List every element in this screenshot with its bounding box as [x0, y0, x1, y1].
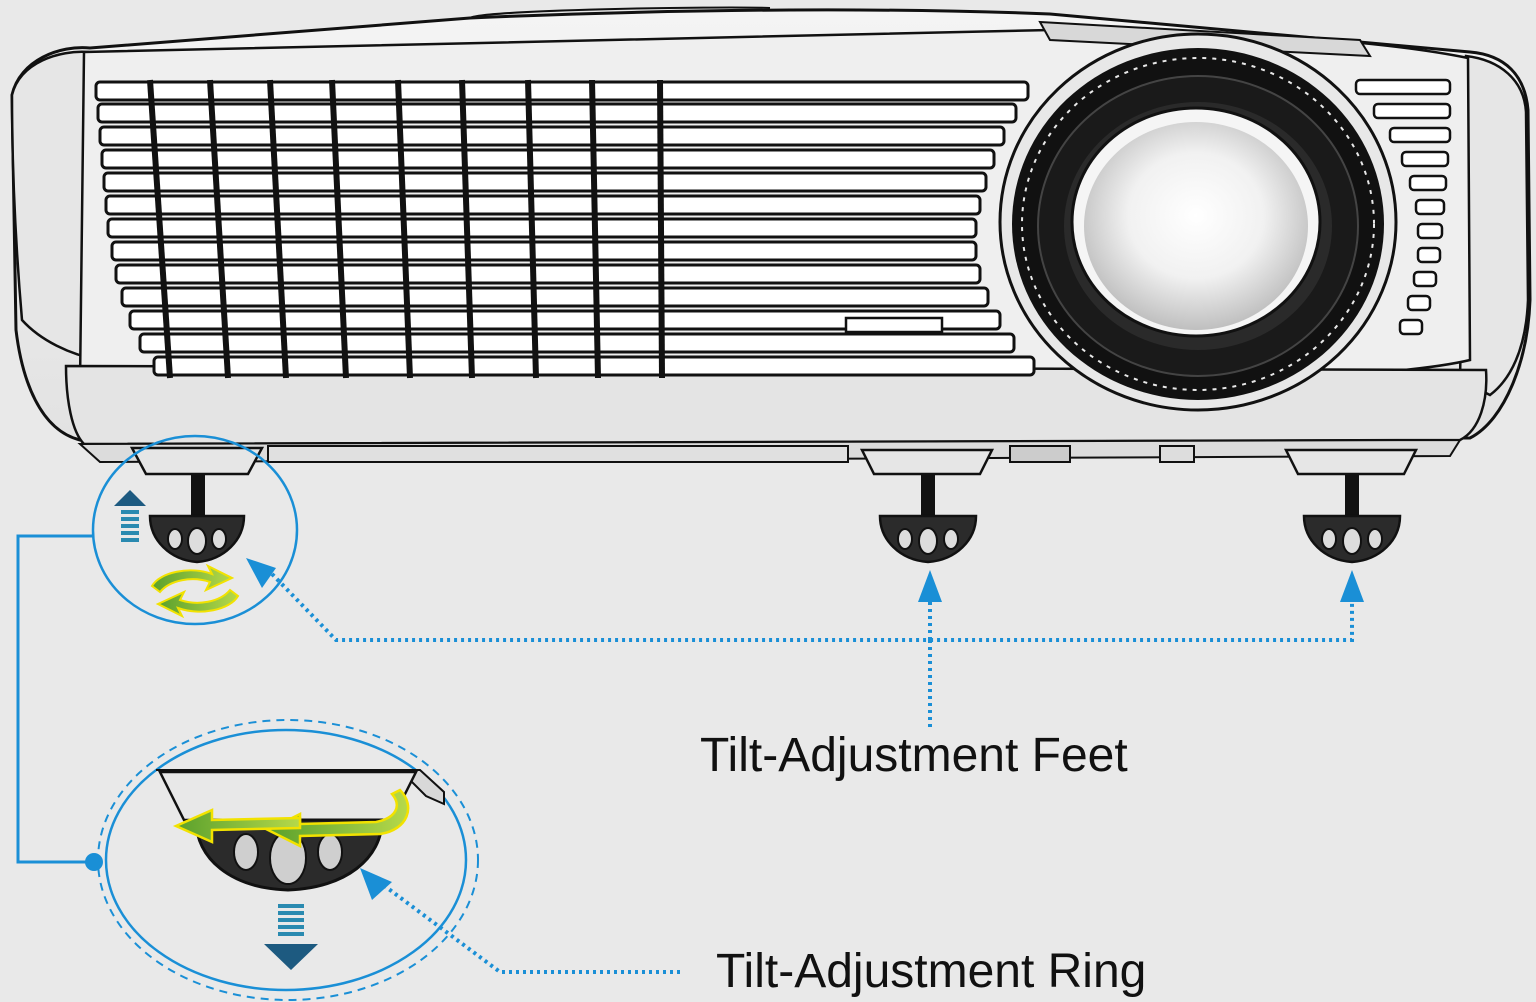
- foot-middle: [859, 448, 995, 564]
- vent-dividers: [147, 79, 665, 379]
- rotate-arrows-icon: [150, 563, 240, 619]
- side-vent-slots: [1354, 78, 1452, 336]
- down-arrow-icon: [264, 904, 318, 970]
- foot-left: [129, 446, 265, 564]
- tilt-adjustment-feet-label: Tilt-Adjustment Feet: [700, 729, 1128, 782]
- feet-pointer-lines: [270, 572, 1354, 728]
- projector-right-side: [1458, 54, 1530, 397]
- callout-connector: [16, 534, 94, 864]
- ring-rotate-arrows-icon: [172, 788, 410, 849]
- foot-callout-circle: [91, 434, 299, 626]
- ring-callout-circle: [97, 719, 479, 1001]
- up-arrow-icon: [114, 490, 146, 542]
- projector-illustration: [10, 6, 1532, 464]
- feet-pointer-arrowheads: [246, 558, 1364, 602]
- foot-right: [1283, 448, 1419, 564]
- ring-pointer-arrowhead: [360, 868, 392, 900]
- projector-left-side: [10, 50, 102, 362]
- lens-glass: [1084, 122, 1308, 330]
- ring-pointer-line: [380, 882, 680, 974]
- tilt-adjustment-ring-label: Tilt-Adjustment Ring: [716, 945, 1147, 998]
- vent-grille: [94, 80, 1036, 377]
- lens-assembly: [998, 32, 1398, 412]
